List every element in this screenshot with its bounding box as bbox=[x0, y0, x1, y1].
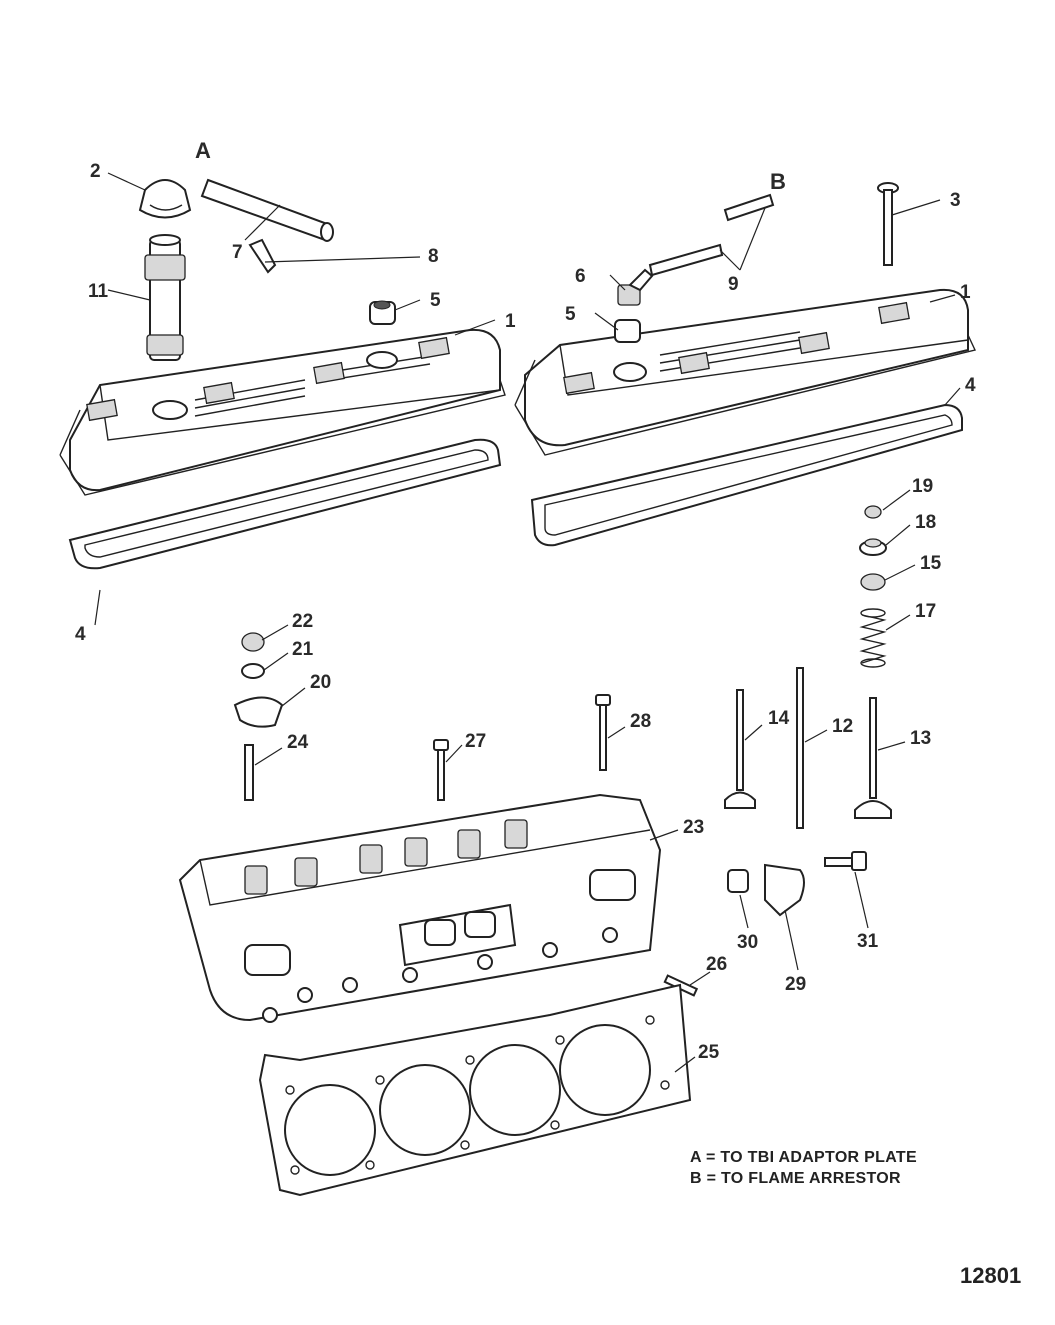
bolt-31 bbox=[824, 851, 867, 871]
leader-lines bbox=[94, 172, 961, 1073]
callout-30: 30 bbox=[737, 932, 758, 953]
rocker-arm-20 bbox=[233, 696, 284, 728]
bolt-28 bbox=[595, 694, 611, 771]
callout-8: 8 bbox=[428, 246, 439, 267]
callout-5-b: 5 bbox=[565, 304, 576, 325]
callout-5: 5 bbox=[430, 290, 441, 311]
callout-18: 18 bbox=[915, 512, 936, 533]
cover-bolt-3 bbox=[877, 182, 899, 266]
callout-26: 26 bbox=[706, 954, 727, 975]
bolt-27 bbox=[433, 739, 449, 801]
callout-1-b: 1 bbox=[960, 282, 971, 303]
callout-24: 24 bbox=[287, 732, 309, 753]
callout-20: 20 bbox=[310, 672, 331, 693]
figure-number: 12801 bbox=[960, 1263, 1022, 1288]
cylinder-head-23 bbox=[178, 793, 662, 1023]
grommet-5-right bbox=[614, 319, 641, 343]
callout-7: 7 bbox=[232, 242, 243, 263]
callout-17: 17 bbox=[915, 601, 936, 622]
ball-21 bbox=[241, 663, 265, 679]
callout-25: 25 bbox=[698, 1042, 720, 1063]
right-rocker-cover bbox=[514, 288, 976, 456]
callout-29: 29 bbox=[785, 974, 806, 995]
callout-31: 31 bbox=[857, 931, 879, 952]
guide-29 bbox=[764, 863, 805, 917]
callout-21: 21 bbox=[292, 639, 314, 660]
legend-b: B = TO FLAME ARRESTOR bbox=[690, 1170, 901, 1187]
callout-3: 3 bbox=[950, 190, 961, 211]
callout-15: 15 bbox=[920, 553, 942, 574]
pcv-valve-6 bbox=[617, 268, 654, 306]
callout-1: 1 bbox=[505, 311, 516, 332]
callout-6: 6 bbox=[575, 266, 586, 287]
callout-12: 12 bbox=[832, 716, 853, 737]
callout-11: 11 bbox=[88, 281, 109, 302]
view-letter-b: B bbox=[770, 169, 786, 194]
hose-a bbox=[200, 178, 334, 242]
callout-9: 9 bbox=[728, 274, 739, 295]
callout-4: 4 bbox=[75, 624, 86, 645]
callout-2: 2 bbox=[90, 161, 101, 182]
callout-13: 13 bbox=[910, 728, 931, 749]
oil-fill-cap bbox=[138, 179, 192, 219]
callout-22: 22 bbox=[292, 611, 313, 632]
oil-fill-tube bbox=[144, 234, 186, 361]
valve-lock-19 bbox=[864, 505, 882, 519]
callout-23: 23 bbox=[683, 817, 704, 838]
left-rocker-cover bbox=[59, 328, 506, 496]
oil-seal-15 bbox=[860, 573, 886, 591]
left-rocker-cover-gasket bbox=[68, 438, 502, 570]
rotator-18 bbox=[859, 538, 887, 556]
bushing-30 bbox=[727, 869, 749, 893]
callout-28: 28 bbox=[630, 711, 651, 732]
stud-24 bbox=[244, 744, 254, 801]
callout-numbers: 2 7 8 5 1 11 4 3 6 5 9 1 4 19 18 15 17 1… bbox=[75, 161, 976, 1063]
valve-spring-17 bbox=[859, 608, 887, 668]
callout-4-b: 4 bbox=[965, 375, 976, 396]
pushrod-12 bbox=[796, 667, 804, 829]
callout-14: 14 bbox=[768, 708, 790, 729]
callout-27: 27 bbox=[465, 731, 486, 752]
grommet-5-left bbox=[369, 300, 396, 325]
view-letter-a: A bbox=[195, 138, 211, 163]
nut-22 bbox=[241, 632, 265, 652]
callout-19: 19 bbox=[912, 476, 933, 497]
hose-b-9 bbox=[648, 193, 775, 277]
intake-valve-13 bbox=[854, 697, 892, 819]
exhaust-valve-14 bbox=[724, 689, 756, 809]
legend-a: A = TO TBI ADAPTOR PLATE bbox=[690, 1149, 917, 1166]
right-rocker-cover-gasket bbox=[530, 403, 963, 547]
elbow-fitting-8 bbox=[248, 238, 277, 274]
head-gasket-25 bbox=[258, 983, 692, 1197]
